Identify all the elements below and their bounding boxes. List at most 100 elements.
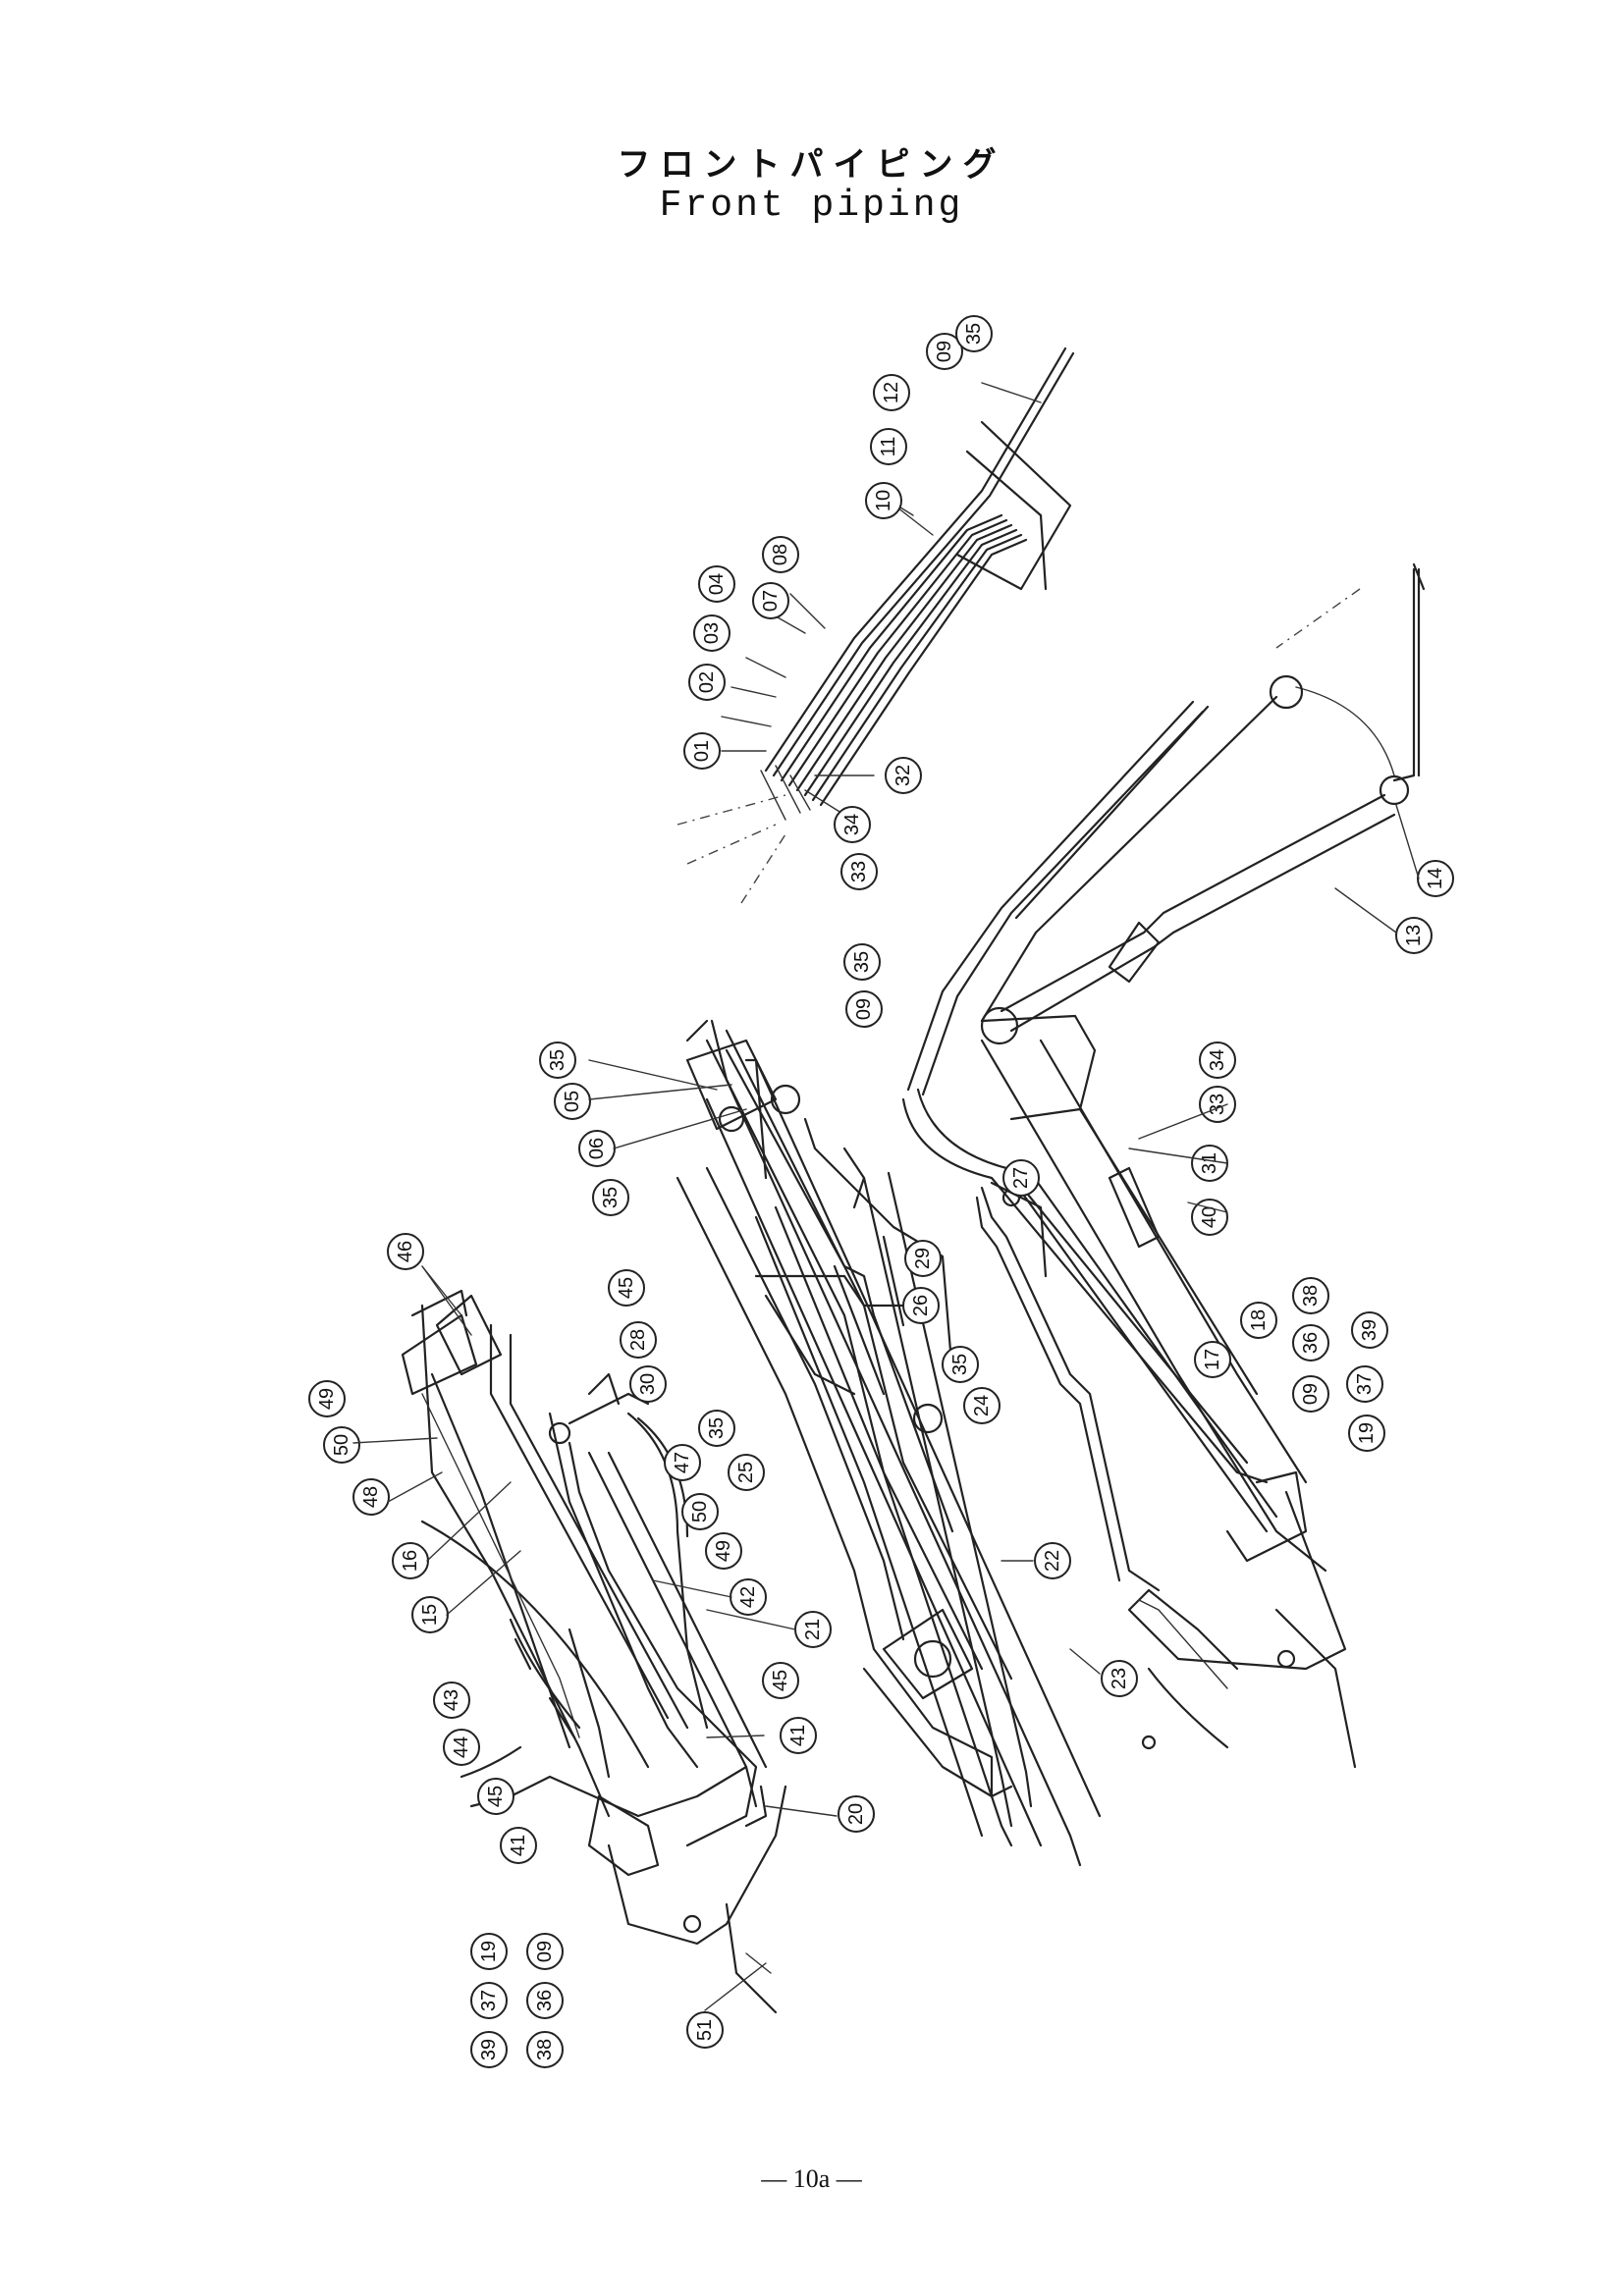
svg-text:22: 22 bbox=[1042, 1550, 1063, 1572]
callout-06: 06 bbox=[578, 1130, 616, 1167]
svg-text:45: 45 bbox=[770, 1670, 791, 1691]
svg-text:19: 19 bbox=[1356, 1422, 1378, 1444]
callout-51: 51 bbox=[686, 2011, 724, 2049]
callout-38-left: 38 bbox=[526, 2031, 564, 2068]
svg-text:45: 45 bbox=[485, 1786, 507, 1807]
svg-text:32: 32 bbox=[893, 765, 914, 786]
callout-20: 20 bbox=[838, 1795, 875, 1833]
svg-text:02: 02 bbox=[696, 671, 718, 693]
callout-47: 47 bbox=[664, 1444, 701, 1481]
svg-text:03: 03 bbox=[701, 622, 723, 644]
callout-41-a: 41 bbox=[780, 1717, 817, 1754]
svg-text:43: 43 bbox=[441, 1689, 462, 1711]
svg-text:35: 35 bbox=[547, 1049, 568, 1071]
svg-text:34: 34 bbox=[1207, 1049, 1228, 1071]
svg-text:33: 33 bbox=[1207, 1094, 1228, 1115]
callout-28: 28 bbox=[620, 1321, 657, 1359]
callout-04: 04 bbox=[698, 565, 735, 603]
svg-text:37: 37 bbox=[478, 1990, 500, 2011]
svg-text:34: 34 bbox=[841, 814, 863, 835]
callout-34-top: 34 bbox=[834, 806, 871, 843]
callout-08: 08 bbox=[762, 536, 799, 573]
svg-text:50: 50 bbox=[331, 1434, 352, 1456]
svg-text:25: 25 bbox=[735, 1462, 757, 1483]
callout-46: 46 bbox=[387, 1233, 424, 1270]
svg-text:30: 30 bbox=[637, 1373, 659, 1395]
svg-text:45: 45 bbox=[616, 1277, 637, 1299]
svg-text:21: 21 bbox=[802, 1619, 824, 1640]
left-arm bbox=[401, 1304, 787, 2014]
svg-text:19: 19 bbox=[478, 1941, 500, 1962]
callout-19-arm: 19 bbox=[1348, 1415, 1385, 1452]
callout-38-arm: 38 bbox=[1292, 1277, 1329, 1314]
callout-36-arm: 36 bbox=[1292, 1324, 1329, 1362]
svg-text:20: 20 bbox=[845, 1803, 867, 1825]
callout-24: 24 bbox=[963, 1387, 1001, 1424]
callout-34-arm: 34 bbox=[1199, 1041, 1236, 1079]
boom-middle bbox=[676, 1019, 1102, 1867]
page-number: — 10a — bbox=[761, 2164, 862, 2193]
callout-35-top: 35 bbox=[955, 315, 993, 352]
svg-text:04: 04 bbox=[706, 573, 728, 595]
svg-text:49: 49 bbox=[713, 1540, 734, 1562]
callout-45-a: 45 bbox=[608, 1269, 645, 1307]
callout-48: 48 bbox=[352, 1478, 390, 1516]
callout-09-top: 09 bbox=[926, 333, 963, 370]
callout-12: 12 bbox=[873, 374, 910, 411]
svg-text:48: 48 bbox=[360, 1486, 382, 1508]
arm-assembly bbox=[901, 562, 1426, 1769]
svg-text:51: 51 bbox=[694, 2019, 716, 2041]
callout-30: 30 bbox=[629, 1365, 667, 1403]
callout-11: 11 bbox=[870, 428, 907, 465]
callout-16: 16 bbox=[392, 1542, 429, 1579]
callout-36-left: 36 bbox=[526, 1982, 564, 2019]
callout-09-arm-lower: 09 bbox=[1292, 1375, 1329, 1413]
callout-50-left-b: 50 bbox=[681, 1493, 719, 1530]
callout-09-arm: 09 bbox=[845, 990, 883, 1028]
callout-10: 10 bbox=[865, 482, 902, 519]
callout-45-b: 45 bbox=[762, 1662, 799, 1699]
left-detail bbox=[410, 1289, 581, 1739]
callout-29: 29 bbox=[904, 1240, 942, 1277]
svg-text:38: 38 bbox=[1300, 1285, 1322, 1307]
callout-13: 13 bbox=[1395, 917, 1433, 954]
svg-text:35: 35 bbox=[949, 1354, 971, 1375]
callout-21: 21 bbox=[794, 1611, 832, 1648]
svg-text:12: 12 bbox=[881, 382, 902, 403]
callout-33-top: 33 bbox=[840, 853, 878, 890]
svg-text:33: 33 bbox=[848, 861, 870, 882]
svg-text:18: 18 bbox=[1248, 1309, 1270, 1331]
callout-18: 18 bbox=[1240, 1302, 1277, 1339]
svg-text:23: 23 bbox=[1109, 1668, 1130, 1689]
svg-text:24: 24 bbox=[971, 1395, 993, 1416]
callout-35-mid-b: 35 bbox=[592, 1179, 629, 1216]
callout-39-arm: 39 bbox=[1351, 1311, 1388, 1349]
callout-02: 02 bbox=[688, 664, 726, 701]
svg-text:28: 28 bbox=[627, 1329, 649, 1351]
svg-text:42: 42 bbox=[737, 1586, 759, 1608]
svg-text:07: 07 bbox=[760, 590, 782, 612]
page-title-english: Front piping bbox=[659, 185, 964, 227]
svg-text:09: 09 bbox=[853, 998, 875, 1020]
svg-text:29: 29 bbox=[912, 1248, 934, 1269]
svg-text:39: 39 bbox=[478, 2039, 500, 2060]
callout-41-b: 41 bbox=[500, 1827, 537, 1864]
callout-37-left: 37 bbox=[470, 1982, 508, 2019]
callout-49-left-a: 49 bbox=[308, 1380, 346, 1417]
callout-balloons: 09 35 12 11 10 08 07 04 03 02 01 32 34 3… bbox=[308, 315, 1454, 2068]
callout-27: 27 bbox=[1002, 1159, 1040, 1197]
svg-text:09: 09 bbox=[934, 341, 955, 362]
callout-35-mid-c: 35 bbox=[942, 1346, 979, 1383]
callout-03: 03 bbox=[693, 614, 730, 652]
callout-19-left: 19 bbox=[470, 1933, 508, 1970]
callout-49-left-b: 49 bbox=[705, 1532, 742, 1570]
svg-text:01: 01 bbox=[691, 740, 713, 762]
svg-text:41: 41 bbox=[508, 1835, 529, 1856]
callout-01: 01 bbox=[683, 732, 721, 770]
callout-39-left: 39 bbox=[470, 2031, 508, 2068]
callout-32: 32 bbox=[885, 757, 922, 794]
callout-45-c: 45 bbox=[477, 1778, 514, 1815]
callout-42: 42 bbox=[730, 1578, 767, 1616]
top-hose-bundle bbox=[676, 347, 1075, 904]
svg-text:17: 17 bbox=[1202, 1349, 1223, 1370]
